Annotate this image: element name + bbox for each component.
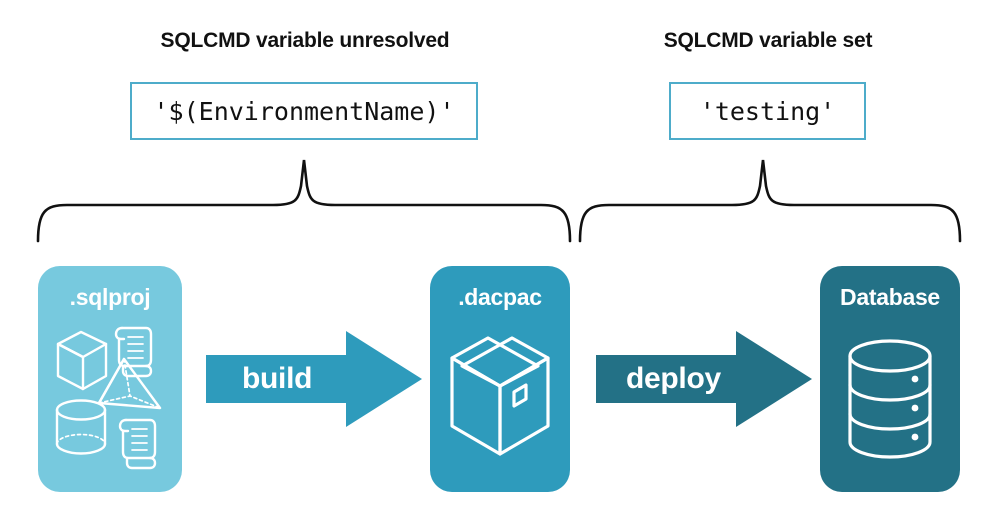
annotation-title-left: SQLCMD variable unresolved — [160, 29, 450, 52]
node-sqlproj: .sqlproj — [38, 266, 182, 492]
cylinder-icon — [55, 399, 107, 455]
arrow-deploy-label: deploy — [626, 362, 721, 395]
package-box-icon — [450, 336, 550, 456]
node-dacpac-artwork — [450, 336, 550, 456]
arrow-deploy: deploy — [596, 331, 812, 427]
arrow-deploy-shape — [596, 331, 812, 427]
sqlcmd-variable-set-value-box: 'testing' — [669, 82, 866, 140]
pyramid-icon — [97, 357, 162, 410]
node-dacpac-label: .dacpac — [458, 284, 542, 310]
scroll-icon — [118, 418, 157, 470]
arrow-build-label: build — [242, 362, 313, 395]
node-sqlproj-label: .sqlproj — [69, 284, 151, 310]
sqlcmd-variable-unresolved-value-box: '$(EnvironmentName)' — [130, 82, 478, 140]
database-cylinder-icon — [848, 339, 932, 459]
node-dacpac: .dacpac — [430, 266, 570, 492]
node-sqlproj-artwork — [55, 326, 162, 470]
arrow-build-shape — [206, 331, 422, 427]
node-database-artwork — [848, 339, 932, 459]
cube-icon — [56, 330, 108, 391]
arrow-build: build — [206, 331, 422, 427]
annotation-title-right: SQLCMD variable set — [663, 29, 873, 52]
scroll-icon — [114, 326, 153, 378]
node-database: Database — [820, 266, 960, 492]
node-database-label: Database — [840, 284, 940, 310]
brace-right-icon — [578, 159, 962, 243]
brace-left-icon — [36, 159, 572, 243]
